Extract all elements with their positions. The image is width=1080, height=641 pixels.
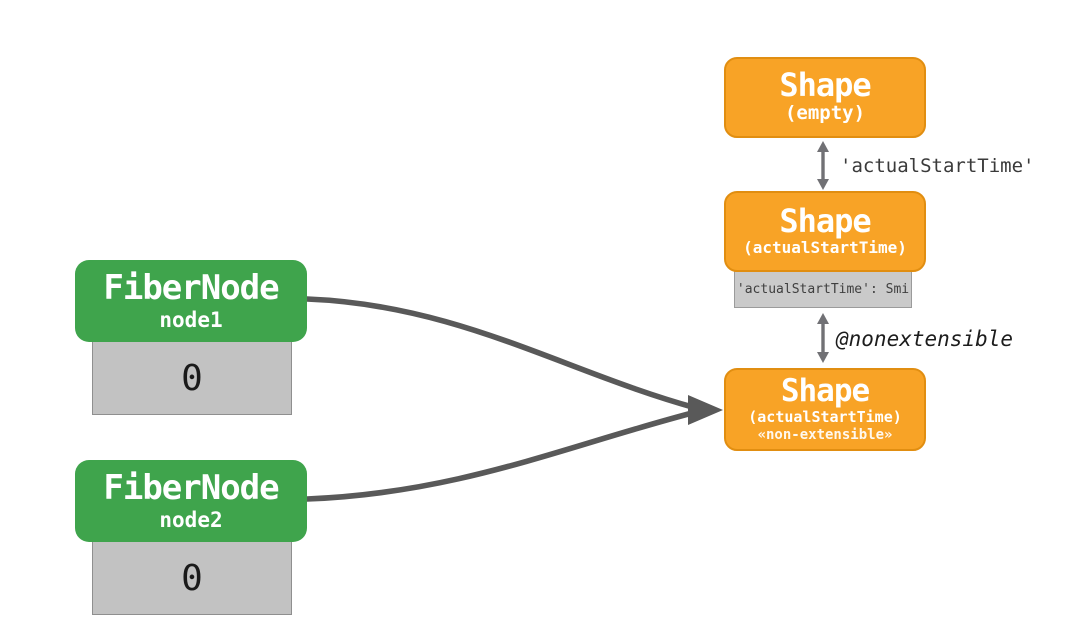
property-text: 'actualStartTime': Smi: [736, 282, 910, 297]
fibernode2-box: FiberNode node2: [75, 460, 307, 542]
shape-actualstarttime-title: Shape: [779, 201, 871, 240]
fibernode1-title: FiberNode: [103, 268, 279, 309]
shape-actualstarttime-subtitle: (actualStartTime): [743, 238, 907, 258]
pointer-arrow-node2: [304, 409, 699, 502]
edge-label-nonextensible: @nonextensible: [836, 327, 1014, 351]
shape-nonextensible-box: Shape (actualStartTime) «non-extensible»: [724, 368, 926, 451]
shape-empty-subtitle: (empty): [784, 102, 866, 125]
shape-nonextensible-subtitle: (actualStartTime): [748, 408, 902, 426]
shape-nonextensible-badge: «non-extensible»: [757, 426, 893, 443]
fibernode1-value: 0: [181, 357, 203, 399]
shape-nonextensible-title: Shape: [780, 373, 870, 410]
pointer-arrow-node1: [304, 296, 699, 411]
pointer-arrowhead: [688, 395, 723, 425]
shape-actualstarttime-box: Shape (actualStartTime): [724, 191, 926, 272]
shape-property-row: 'actualStartTime': Smi: [734, 271, 912, 308]
shape-empty-box: Shape (empty): [724, 57, 926, 138]
fibernode1-value-box: 0: [92, 341, 292, 415]
transition-arrow-empty-to-actualstarttime: [817, 141, 829, 190]
fibernode1-name: node1: [159, 307, 223, 332]
transition-arrow-nonextensible: [817, 313, 829, 363]
fibernode2-name: node2: [159, 507, 223, 532]
fibernode1-box: FiberNode node1: [75, 260, 307, 342]
shape-empty-title: Shape: [779, 65, 871, 104]
edge-label-actualstarttime: 'actualStartTime': [840, 155, 1035, 177]
fibernode2-title: FiberNode: [103, 468, 279, 509]
fibernode2-value-box: 0: [92, 541, 292, 615]
fibernode2-value: 0: [181, 557, 203, 599]
